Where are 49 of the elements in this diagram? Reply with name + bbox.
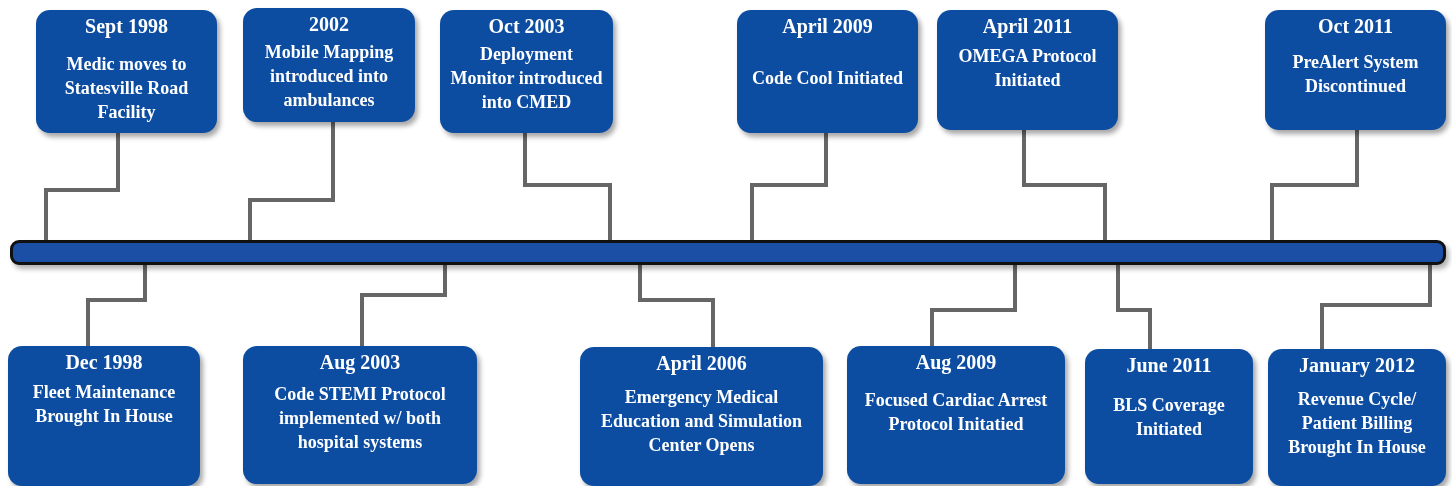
event-card — [1268, 349, 1446, 486]
event-description: Code STEMI Protocol implemented w/ both hospital systems — [273, 383, 447, 454]
event-card — [1085, 349, 1253, 484]
event-card — [36, 10, 217, 133]
connector-line — [1116, 265, 1152, 349]
connector-line — [1022, 130, 1107, 240]
event-card — [243, 8, 415, 122]
event-date: Oct 2003 — [488, 14, 565, 38]
connector-line — [248, 122, 335, 240]
event-date: Sept 1998 — [85, 14, 168, 38]
event-card — [1265, 10, 1446, 130]
event-description: Emergency Medical Education and Simulation Center Opens — [599, 386, 804, 457]
event-card — [580, 347, 823, 486]
event-card — [737, 10, 918, 133]
event-date: April 2006 — [656, 351, 747, 375]
connector-line — [44, 133, 120, 240]
event-date: April 2009 — [782, 14, 873, 38]
event-date: Dec 1998 — [65, 350, 143, 374]
connector-line — [360, 265, 447, 346]
event-description: Mobile Mapping introduced into ambulances — [263, 41, 395, 112]
event-description: PreAlert System Discontinued — [1291, 51, 1420, 98]
event-card — [243, 346, 477, 484]
connector-line — [930, 265, 1017, 346]
event-description: Medic moves to Statesville Road Facility — [63, 53, 190, 124]
event-card — [937, 10, 1118, 130]
event-description: Deployment Monitor introduced into CMED — [449, 43, 604, 114]
event-date: Aug 2003 — [319, 350, 401, 374]
connector-line — [1320, 265, 1432, 349]
timeline-bar — [10, 240, 1446, 265]
event-description: BLS Coverage Initiated — [1112, 394, 1226, 441]
connector-line — [638, 265, 715, 347]
event-card — [847, 346, 1065, 484]
event-description: Revenue Cycle/ Patient Billing Brought In House — [1287, 388, 1427, 459]
event-date: 2002 — [309, 12, 349, 36]
event-description: Code Cool Initiated — [752, 67, 903, 90]
event-description: Fleet Maintenance Brought In House — [31, 381, 177, 428]
event-date: January 2012 — [1298, 353, 1416, 377]
event-date: April 2011 — [982, 14, 1073, 38]
event-date: Oct 2011 — [1318, 14, 1393, 38]
event-description: OMEGA Protocol Initiated — [957, 45, 1098, 92]
connector-line — [86, 265, 147, 346]
event-card — [440, 10, 613, 133]
event-date: June 2011 — [1126, 353, 1212, 377]
connector-line — [523, 133, 612, 240]
event-description: Focused Cardiac Arrest Protocol Initatied — [863, 389, 1049, 436]
event-date: Aug 2009 — [915, 350, 997, 374]
event-card — [8, 346, 200, 486]
connector-line — [1270, 130, 1359, 240]
connector-line — [750, 133, 828, 240]
